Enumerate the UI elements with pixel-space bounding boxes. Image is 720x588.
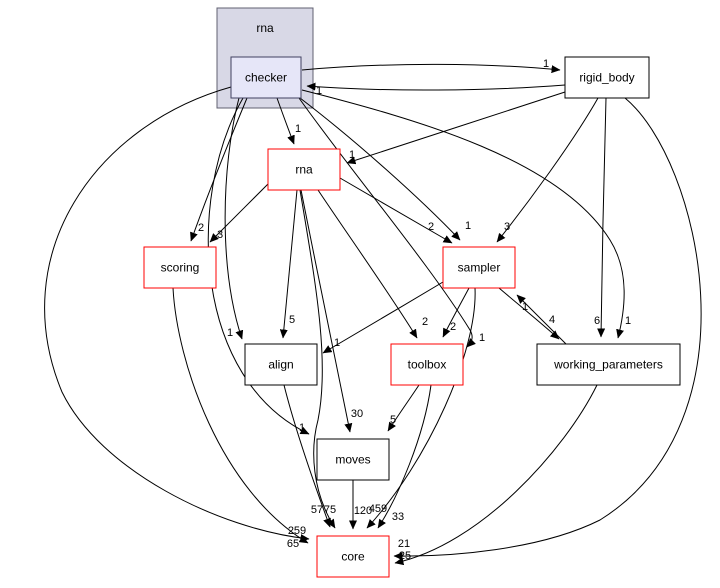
edge-label-working_parameters-to-core[interactable]: 25 bbox=[399, 550, 411, 562]
edge-align-to-core bbox=[283, 384, 331, 528]
edge-label-sampler-to-working_parameters[interactable]: 4 bbox=[549, 314, 555, 326]
node-box-toolbox[interactable] bbox=[390, 343, 464, 386]
edge-label-toolbox-to-core[interactable]: 33 bbox=[392, 511, 404, 523]
edge-label-checker-to-align[interactable]: 1 bbox=[227, 327, 233, 339]
node-sampler[interactable]: sampler bbox=[442, 246, 516, 289]
edge-label-rigid_body-to-core[interactable]: 21 bbox=[398, 538, 410, 550]
edge-rna-to-toolbox bbox=[317, 189, 418, 339]
edge-checker-to-core bbox=[44, 86, 310, 543]
edge-label-rna-to-scoring[interactable]: 3 bbox=[217, 229, 223, 241]
edge-rna-to-moves bbox=[300, 189, 353, 433]
edge-label-rna-to-align[interactable]: 5 bbox=[289, 314, 295, 326]
edge-label-rigid_body-to-working_parameters[interactable]: 6 bbox=[594, 315, 600, 327]
edge-label-rna-to-core[interactable]: 75 bbox=[324, 504, 336, 516]
node-box-rna[interactable] bbox=[267, 148, 341, 191]
node-align[interactable]: align bbox=[244, 343, 318, 386]
edge-checker-to-rigid_body bbox=[301, 63, 561, 74]
edge-checker-to-scoring bbox=[190, 97, 248, 242]
edge-label-checker-to-scoring[interactable]: 2 bbox=[198, 222, 204, 234]
edge-rna-to-align bbox=[279, 189, 298, 339]
edge-label-sampler-to-align[interactable]: 1 bbox=[334, 337, 340, 349]
node-core[interactable]: core bbox=[316, 535, 390, 578]
edge-label-checker-to-moves[interactable]: 1 bbox=[299, 422, 305, 434]
node-box-working_parameters[interactable] bbox=[536, 343, 681, 386]
node-moves[interactable]: moves bbox=[316, 438, 390, 481]
edge-toolbox-to-moves bbox=[387, 384, 420, 432]
edge-label-working_parameters-to-sampler[interactable]: 1 bbox=[522, 301, 528, 313]
edge-checker-to-sampler bbox=[299, 97, 461, 241]
node-box-rigid_body[interactable] bbox=[564, 56, 650, 99]
edge-label-scoring-to-core[interactable]: 65 bbox=[287, 538, 299, 550]
edge-rna-to-core bbox=[299, 189, 336, 529]
edge-rigid_body-to-rna bbox=[346, 91, 566, 165]
cluster-label: rna bbox=[256, 21, 274, 35]
node-box-scoring[interactable] bbox=[143, 246, 217, 289]
edge-rigid_body-to-sampler bbox=[496, 97, 599, 243]
edge-scoring-to-core bbox=[172, 287, 309, 544]
edge-label-checker-to-rna[interactable]: 1 bbox=[295, 123, 301, 135]
node-toolbox[interactable]: toolbox bbox=[390, 343, 464, 386]
edge-label-checker-to-working_parameters[interactable]: 1 bbox=[625, 315, 631, 327]
edge-checker-to-working_parameters bbox=[301, 89, 625, 339]
edge-label-align-to-core[interactable]: 57 bbox=[311, 504, 323, 516]
edge-label-toolbox-to-moves[interactable]: 5 bbox=[390, 414, 396, 426]
edge-label-rigid_body-to-sampler[interactable]: 3 bbox=[504, 221, 510, 233]
node-box-align[interactable] bbox=[244, 343, 318, 386]
node-scoring[interactable]: scoring bbox=[143, 246, 217, 289]
node-checker[interactable]: checker bbox=[230, 56, 302, 99]
edge-label-checker-to-core[interactable]: 259 bbox=[288, 525, 306, 537]
edge-rna-to-scoring bbox=[209, 183, 269, 243]
edge-checker-to-rna bbox=[276, 97, 295, 145]
edge-label-rigid_body-to-checker[interactable]: 1 bbox=[316, 85, 322, 97]
edge-label-sampler-to-core[interactable]: 459 bbox=[369, 503, 387, 515]
edge-label-rna-to-toolbox[interactable]: 2 bbox=[422, 316, 428, 328]
edge-label-checker-to-sampler[interactable]: 1 bbox=[465, 220, 471, 232]
edge-label-moves-to-core[interactable]: 120 bbox=[354, 505, 372, 517]
edge-sampler-to-align bbox=[322, 281, 444, 354]
edge-working_parameters-to-sampler bbox=[516, 294, 567, 345]
node-box-sampler[interactable] bbox=[442, 246, 516, 289]
edge-label-rna-to-sampler[interactable]: 2 bbox=[428, 221, 434, 233]
edge-label-checker-to-rigid_body[interactable]: 1 bbox=[543, 58, 549, 70]
edge-rigid_body-to-checker bbox=[306, 82, 566, 91]
edge-checker-to-align bbox=[224, 97, 244, 340]
node-working_parameters[interactable]: working_parameters bbox=[536, 343, 681, 386]
edge-toolbox-to-core bbox=[377, 384, 432, 529]
edge-label-rna-to-moves[interactable]: 30 bbox=[351, 408, 363, 420]
edge-sampler-to-core bbox=[366, 287, 476, 529]
edge-label-checker-to-toolbox[interactable]: 1 bbox=[479, 332, 485, 344]
node-rna[interactable]: rna bbox=[267, 148, 341, 191]
node-rigid_body[interactable]: rigid_body bbox=[564, 56, 650, 99]
node-box-core[interactable] bbox=[316, 535, 390, 578]
edge-label-rigid_body-to-rna[interactable]: 1 bbox=[349, 149, 355, 161]
edge-sampler-to-working_parameters bbox=[498, 287, 560, 340]
edge-rna-to-sampler bbox=[339, 177, 453, 244]
edge-working_parameters-to-core bbox=[394, 384, 598, 566]
edge-rigid_body-to-working_parameters bbox=[597, 97, 607, 338]
edge-rigid_body-to-core bbox=[393, 97, 702, 561]
node-box-checker[interactable] bbox=[230, 56, 302, 99]
edge-sampler-to-toolbox bbox=[442, 287, 470, 338]
node-box-moves[interactable] bbox=[316, 438, 390, 481]
edge-label-sampler-to-toolbox[interactable]: 2 bbox=[450, 321, 456, 333]
